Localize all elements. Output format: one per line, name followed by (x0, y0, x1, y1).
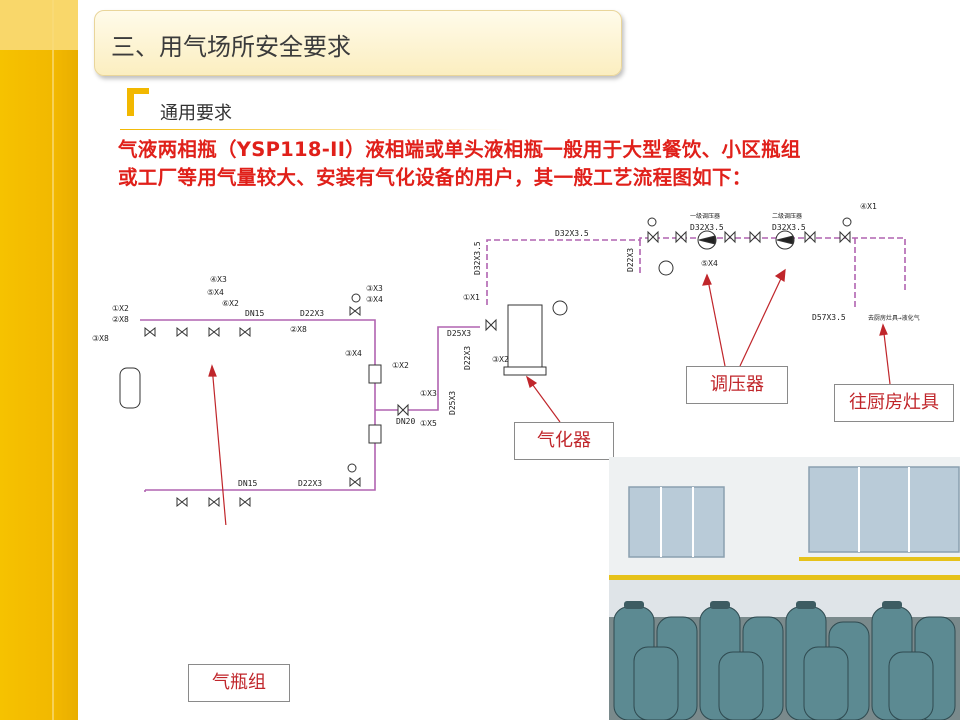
valve-17 (839, 230, 851, 244)
valve-9 (349, 476, 361, 488)
tag-x4d: ⑤X4 (701, 259, 718, 268)
callout-regulator: 调压器 (686, 366, 788, 404)
cylinder-room-photo (609, 457, 960, 720)
gas-line-dashed (486, 237, 906, 305)
valve-4 (239, 326, 251, 338)
vaporizer-gauge (552, 300, 568, 316)
valve-6 (176, 496, 188, 508)
callout-vaporizer: 气化器 (514, 422, 614, 460)
callout-regulator-text: 调压器 (710, 374, 764, 395)
label-x8: ②X8 (290, 325, 307, 334)
label-d32x3-5-top: D32X3.5 (555, 229, 589, 238)
section-marker (127, 88, 134, 116)
page-title: 三、用气场所安全要求 (111, 33, 351, 61)
sidebar-band (0, 0, 78, 50)
arrow-regulator-2 (739, 269, 786, 367)
label-d25x3-h: D25X3 (447, 329, 471, 338)
check-valve-1 (368, 364, 382, 384)
regulator-gauge (658, 260, 674, 276)
tag-x2c: ①X2 (392, 361, 409, 370)
callout-cylinder-group: 气瓶组 (188, 664, 290, 702)
label-d22x3-top: D22X3 (300, 309, 324, 318)
label-d32x3-5-v: D32X3.5 (473, 241, 482, 275)
sidebar-decoration (0, 0, 78, 720)
intro-paragraph: 气液两相瓶（YSP118-II）液相端或单头液相瓶一般用于大型餐饮、小区瓶组 或… (118, 136, 938, 192)
callout-kitchen-text: 往厨房灶具 (849, 392, 939, 413)
top-manifold-pipe (140, 319, 376, 491)
valve-16 (804, 230, 816, 244)
gauge-1 (351, 293, 361, 303)
label-dn15-top: DN15 (245, 309, 264, 318)
valve-12 (647, 230, 659, 244)
cylinder-1 (119, 367, 141, 409)
section-divider (120, 129, 510, 130)
callout-cylinder-group-text: 气瓶组 (212, 672, 266, 693)
note-left: 一级调压器 (690, 212, 720, 220)
tag-x2b: ⑥X2 (222, 299, 239, 308)
check-valve-2 (368, 424, 382, 444)
valve-7 (208, 496, 220, 508)
tag-x4a: ⑤X4 (207, 288, 224, 297)
section-heading: 通用要求 (160, 103, 232, 124)
intro-line-2: 或工厂等用气量较大、安装有气化设备的用户，其一般工艺流程图如下： (118, 166, 752, 189)
valve-2 (176, 326, 188, 338)
callout-kitchen: 往厨房灶具 (834, 384, 954, 422)
label-d57x3-5: D57X3.5 (812, 313, 846, 322)
valve-3 (208, 326, 220, 338)
arrow-cylinders-1 (211, 365, 227, 525)
label-d22x3-v2: D22X3 (626, 248, 635, 272)
label-d22x3-vap: D22X3 (463, 346, 472, 370)
gauge-4 (842, 217, 852, 227)
valve-5 (349, 305, 361, 317)
valve-1 (144, 326, 156, 338)
callout-vaporizer-text: 气化器 (537, 430, 591, 451)
tag-x2d: ③X2 (492, 355, 509, 364)
valve-13 (675, 230, 687, 244)
label-dn15-bottom: DN15 (238, 479, 257, 488)
process-flow-diagram: DN15 D22X3 ②X8 DN15 D22X3 DN20 D25X3 D25… (92, 202, 920, 525)
valve-8 (239, 496, 251, 508)
tag-x3b: ③X3 (366, 284, 383, 293)
label-d22x3-bottom: D22X3 (298, 479, 322, 488)
tag-x5: ①X5 (420, 419, 437, 428)
section-marker-top (127, 88, 149, 94)
note-right: 二级调压器 (772, 212, 802, 220)
tag-x8b: ③X8 (92, 334, 109, 343)
sidebar-seam (52, 0, 54, 720)
tag-x8a: ②X8 (112, 315, 129, 324)
tag-x3c: ①X3 (420, 389, 437, 398)
kitchen-note: 去厨房灶具→液化气管道燃气 (868, 314, 920, 322)
valve-10 (397, 403, 409, 417)
gauge-2 (347, 463, 357, 473)
arrow-regulator-1 (706, 274, 726, 367)
tag-x1a: ①X1 (463, 293, 480, 302)
label-d32x3-5-r1: D32X3.5 (690, 223, 724, 232)
tag-x4c: ③X4 (345, 349, 362, 358)
intro-line-1: 气液两相瓶（YSP118-II）液相端或单头液相瓶一般用于大型餐饮、小区瓶组 (118, 138, 801, 161)
vaporizer-base (503, 366, 547, 376)
tag-x4b: ③X4 (366, 295, 383, 304)
title-box: 三、用气场所安全要求 (94, 10, 622, 76)
tag-x1b: ④X1 (860, 202, 877, 211)
tag-x2a: ①X2 (112, 304, 129, 313)
valve-11 (485, 318, 497, 332)
valve-15 (749, 230, 761, 244)
tag-x3a: ④X3 (210, 275, 227, 284)
vaporizer-body (507, 304, 543, 368)
valve-14 (724, 230, 736, 244)
label-d25x3-v: D25X3 (448, 391, 457, 415)
label-dn20: DN20 (396, 417, 415, 426)
gauge-3 (647, 217, 657, 227)
label-d32x3-5-r2: D32X3.5 (772, 223, 806, 232)
